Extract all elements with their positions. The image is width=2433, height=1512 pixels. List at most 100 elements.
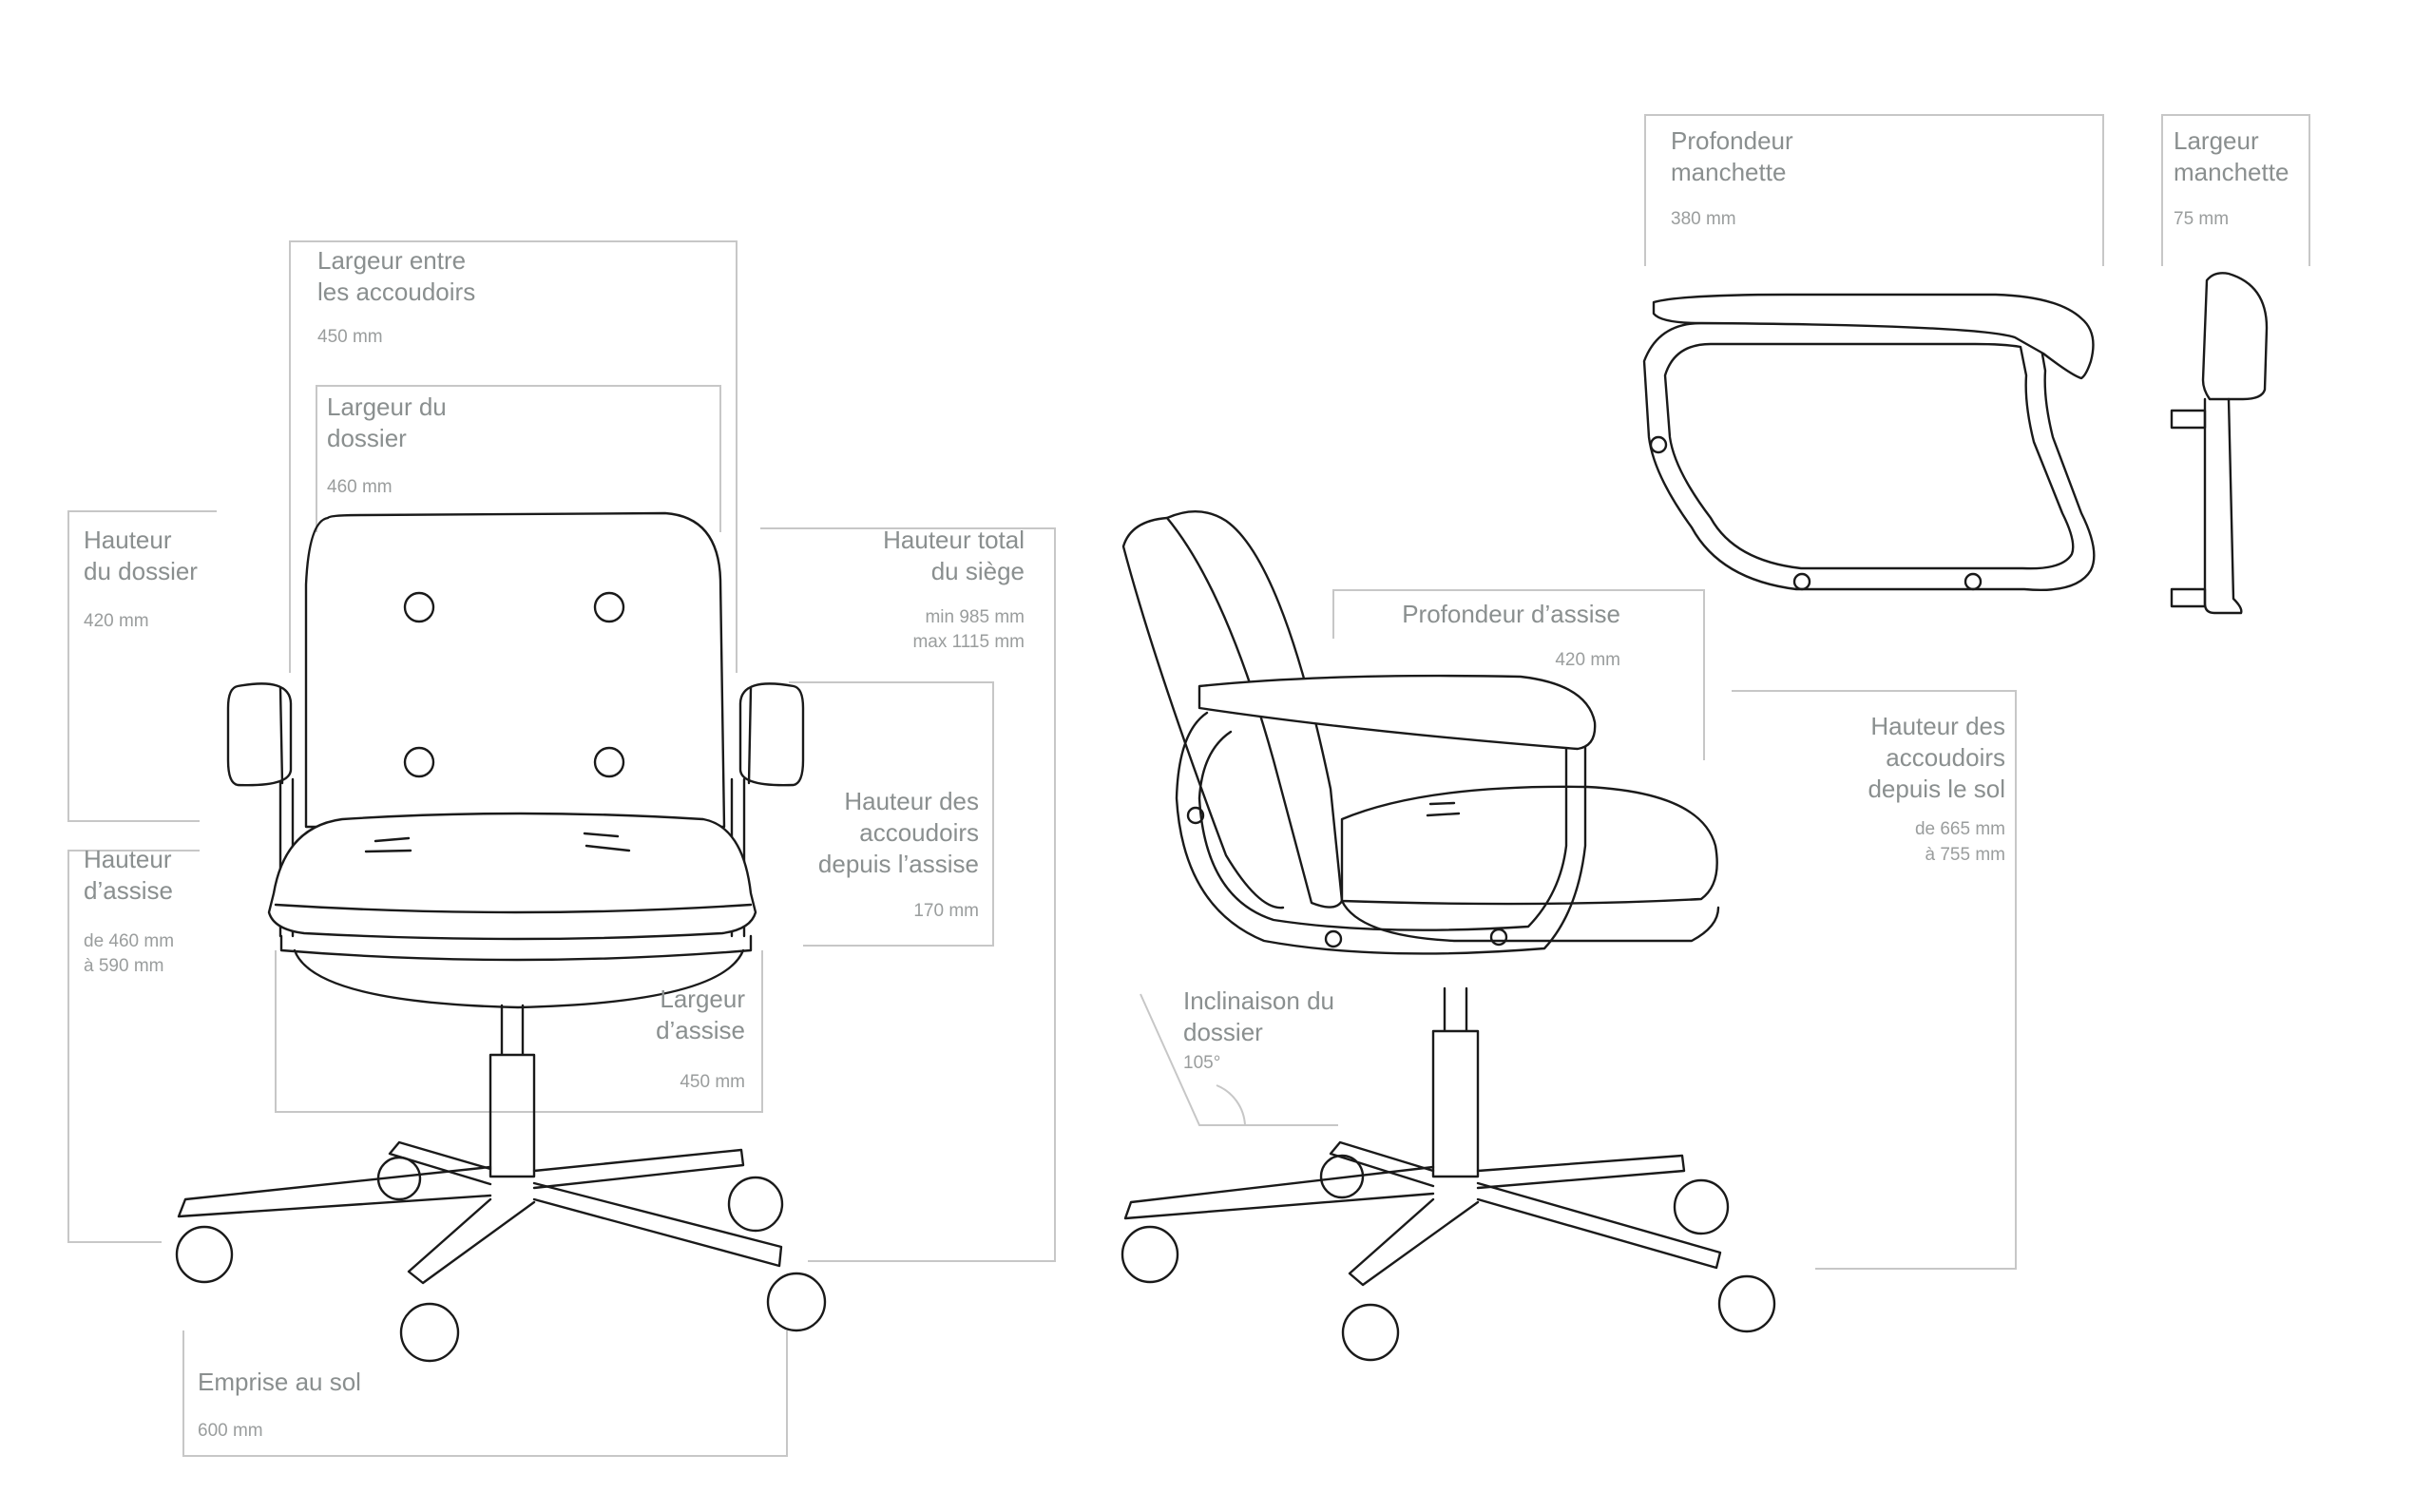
label-inclinaison-dossier-l2: dossier [1183,1018,1263,1046]
labels: Largeur entre les accoudoirs 450 mm Larg… [84,126,2289,1441]
front-base-leg-backright [532,1148,745,1190]
front-seat-cushion [267,812,757,941]
box-largeur-manchette [2161,114,2310,266]
armrest-detail-loop-inner [1663,342,2075,570]
box-emprise-sol [182,1330,788,1457]
box-hauteur-assise [67,850,200,1243]
box-profondeur-manchette [1644,114,2104,266]
label-largeur-dossier-l1: Largeur du [327,392,447,421]
side-backrest [1165,509,1344,909]
label-largeur-manchette-l1: Largeur [2174,126,2259,155]
front-seat-tuft-2 [583,832,631,852]
side-arm-screw-1 [1186,806,1205,825]
front-column [489,1004,536,1178]
front-caster-front [399,1302,460,1363]
side-seat-lower [1340,899,1720,943]
box-largeur-accoudoirs [289,240,738,673]
label-hauteur-accoudoirs-assise-l2: accoudoirs [859,818,979,847]
label-hauteur-assise-l2: d’assise [84,876,173,905]
armrest-detail-screw-2 [1792,572,1811,591]
front-base-leg-backleft [388,1140,492,1186]
side-arm-loop-inner [1197,730,1568,931]
box-largeur-assise [275,950,763,1113]
label-profondeur-assise: Profondeur d’assise [1402,600,1620,628]
side-dimension-boxes [1140,114,2310,1270]
label-hauteur-dossier-l1: Hauteur [84,526,172,554]
front-caster-backleft [376,1156,422,1201]
side-caster-front [1341,1303,1400,1362]
armrest-width-pad [2201,272,2269,401]
side-caster-left [1121,1225,1179,1284]
front-armrest-left-seam [278,686,284,785]
label-emprise-sol: Emprise au sol [198,1368,361,1396]
side-seat-tuft [1426,801,1461,817]
front-base-leg-right [532,1181,783,1268]
box-largeur-dossier [316,385,721,532]
label-hauteur-totale-l1: Hauteur total [883,526,1025,554]
label-inclinaison-dossier-l1: Inclinaison du [1183,986,1334,1015]
value-hauteur-accoudoirs-sol-l1: de 665 mm [1915,819,2005,839]
armrest-detail-width [2170,272,2269,615]
side-seat-cushion [1340,785,1718,906]
front-button-1 [403,591,435,623]
value-profondeur-assise: 420 mm [1555,650,1620,670]
armrest-width-peg-bottom [2170,587,2207,608]
box-hauteur-totale [760,527,1056,1262]
value-inclinaison-dossier: 105° [1183,1053,1220,1073]
front-armrest-left [226,682,293,787]
box-hauteur-accoudoirs-sol [1732,690,2017,1270]
box-hauteur-accoudoirs-assise [789,681,994,947]
label-hauteur-accoudoirs-sol-l1: Hauteur des [1870,712,2005,740]
value-largeur-assise: 450 mm [680,1072,745,1092]
front-base-leg-front [407,1197,536,1285]
armrest-width-stem [2203,397,2243,615]
armrest-detail-depth [1642,293,2096,591]
front-caster-right [766,1272,827,1332]
front-button-3 [403,746,435,778]
value-profondeur-manchette: 380 mm [1671,209,1736,229]
side-base-leg-left [1123,1165,1435,1220]
value-hauteur-totale-l1: min 985 mm [925,607,1025,627]
side-armrest-pad [1197,674,1597,751]
front-button-4 [593,746,625,778]
front-caster-backright [727,1176,784,1233]
label-hauteur-dossier-l2: du dossier [84,557,198,585]
value-largeur-accoudoirs: 450 mm [317,327,383,347]
angle-indicator [1140,993,1338,1126]
value-hauteur-assise-l1: de 460 mm [84,931,174,951]
label-largeur-assise-l2: d’assise [656,1016,745,1044]
front-seat-base [279,934,753,1009]
chair-front-view [175,511,827,1363]
front-seat-edge [274,903,753,914]
front-dimension-boxes [67,240,1056,1457]
label-hauteur-accoudoirs-assise-l1: Hauteur des [844,787,979,815]
label-largeur-assise-l1: Largeur [660,985,745,1013]
value-hauteur-assise-l2: à 590 mm [84,956,163,976]
side-arm-screw-3 [1489,928,1508,947]
side-arm-loop-outer [1175,711,1587,955]
label-hauteur-assise-l1: Hauteur [84,845,172,873]
label-profondeur-manchette-l1: Profondeur [1671,126,1793,155]
label-largeur-accoudoirs-l2: les accoudoirs [317,278,475,306]
chair-side-view [1121,509,1776,1362]
armrest-detail-pad [1652,293,2095,380]
side-caster-right [1717,1274,1776,1333]
side-arm-screw-2 [1324,929,1343,948]
value-largeur-dossier: 460 mm [327,477,393,497]
front-base-leg-left [177,1165,492,1218]
label-largeur-manchette-l2: manchette [2174,158,2289,186]
label-largeur-dossier-l2: dossier [327,424,407,452]
front-armrest-right [738,682,805,787]
side-backrest-rear [1121,516,1285,909]
value-emprise-sol: 600 mm [198,1421,263,1441]
armrest-detail-loop-outer [1642,321,2096,591]
value-largeur-manchette: 75 mm [2174,209,2229,229]
value-hauteur-accoudoirs-assise: 170 mm [913,901,979,921]
value-hauteur-accoudoirs-sol-l2: à 755 mm [1925,845,2005,865]
side-base-leg-backleft [1329,1140,1435,1188]
value-hauteur-totale-l2: max 1115 mm [912,632,1025,652]
label-profondeur-manchette-l2: manchette [1671,158,1786,186]
label-hauteur-accoudoirs-assise-l3: depuis l’assise [818,850,979,878]
label-hauteur-accoudoirs-sol-l3: depuis le sol [1868,775,2005,803]
